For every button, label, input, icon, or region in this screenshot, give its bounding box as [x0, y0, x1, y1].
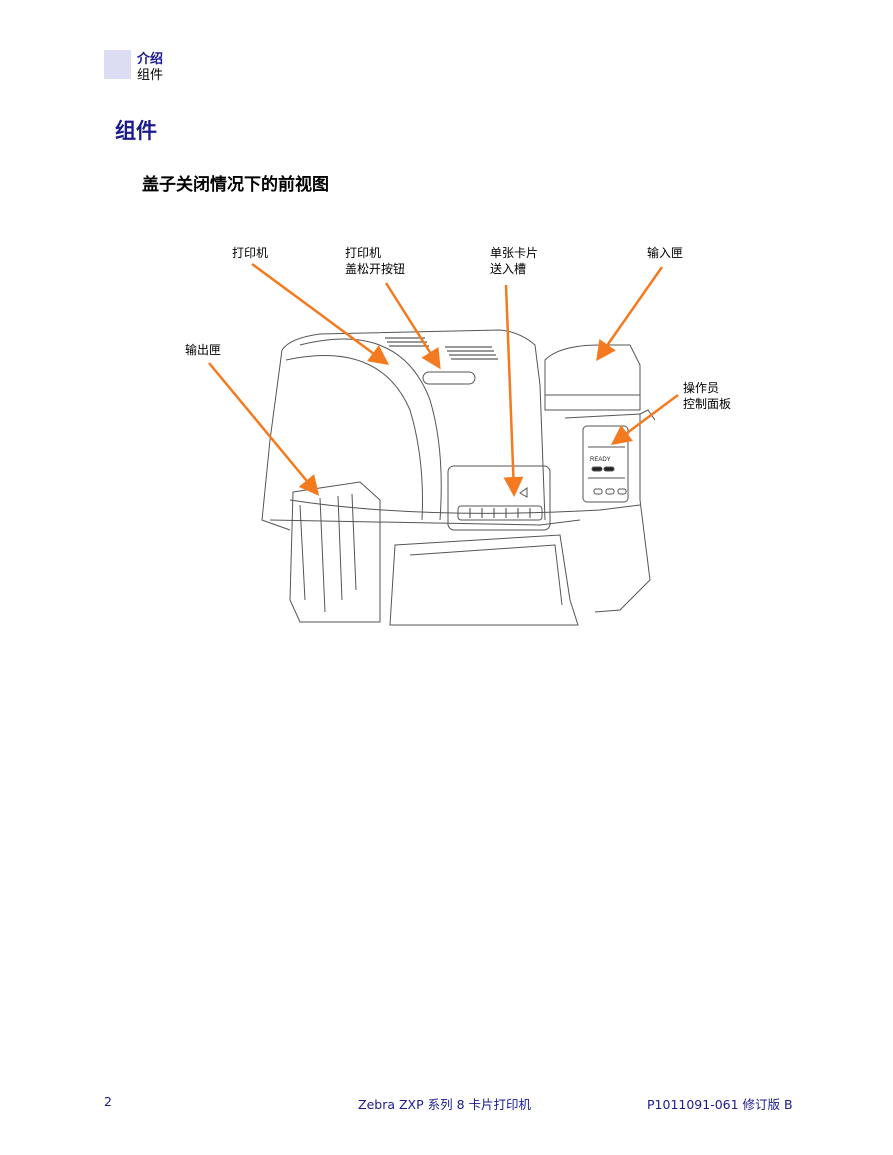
arrow-control-panel — [610, 393, 679, 445]
card-feed-slot — [447, 465, 551, 531]
callout-arrows — [208, 262, 679, 497]
subsection-title: 盖子关闭情况下的前视图 — [142, 175, 329, 195]
arrow-cover-release — [384, 282, 441, 370]
top-vent-right — [445, 346, 498, 360]
input-hopper — [544, 344, 641, 411]
printer-figure: READY — [208, 262, 679, 626]
cover-release-button — [422, 371, 476, 385]
header-chapter: 介绍 — [137, 52, 164, 67]
footer-product: Zebra ZXP 系列 8 卡片打印机 — [358, 1097, 531, 1112]
callout-output-hopper: 输出匣 — [185, 343, 222, 357]
header-section: 组件 — [137, 68, 164, 83]
arrow-printer — [251, 262, 390, 365]
printer-drawing — [261, 329, 656, 626]
section-title: 组件 — [115, 119, 157, 143]
operator-control-panel — [582, 425, 629, 503]
arrow-card-feed — [503, 284, 524, 497]
arrow-output-hopper — [208, 362, 320, 496]
panel-ready-label: READY — [590, 457, 611, 463]
footer-doc-id: P1011091-061 修订版 B — [647, 1097, 793, 1112]
top-vent-left — [385, 337, 429, 347]
callout-input-hopper: 输入匣 — [647, 246, 684, 260]
callout-card-feed-slot: 单张卡片 送入槽 — [490, 246, 539, 276]
header-marker — [104, 50, 131, 79]
footer-page-number: 2 — [104, 1094, 112, 1109]
output-hopper — [289, 481, 381, 623]
callout-cover-release: 打印机 盖松开按钮 — [345, 246, 406, 276]
arrow-input-hopper — [596, 266, 664, 362]
callout-printer: 打印机 — [232, 246, 269, 260]
callout-control-panel: 操作员 控制面板 — [683, 381, 732, 411]
